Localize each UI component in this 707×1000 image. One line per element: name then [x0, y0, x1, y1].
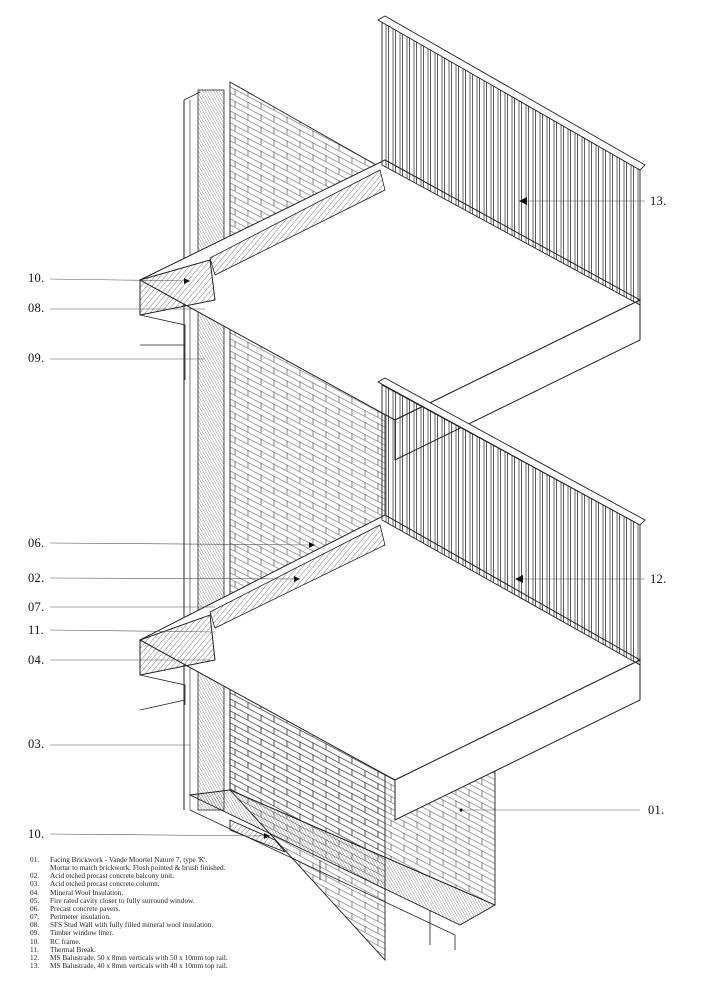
note-item: 08.SFS Stud Wall with fully filled miner… — [30, 920, 214, 930]
callout-11-thermal-break: 11. — [28, 623, 45, 637]
sfs-stud-wall-strip — [197, 89, 225, 811]
leader-10 — [49, 278, 191, 282]
note-item: 05.Fire rated cavity closer to fully sur… — [30, 895, 195, 905]
leader-11 — [49, 629, 216, 633]
note-item: 04.Mineral Wool Insulation. — [30, 887, 124, 897]
callout-10-rc-frame: 10. — [28, 271, 45, 285]
note-item: 09.Timber window liner. — [30, 928, 114, 938]
note-item: 12.MS Balustrade, 50 x 8mm verticals wit… — [30, 952, 228, 962]
callout-06-pavers: 06. — [28, 536, 45, 550]
note-item: 03.Acid etched precast concrete column. — [30, 879, 160, 889]
note-item: 11.Thermal Break. — [30, 944, 96, 954]
callout-09-timber-liner: 09. — [28, 351, 45, 365]
callout-03-precast-column: 03. — [28, 737, 45, 751]
callout-10-rc-frame-lower: 10. — [28, 827, 45, 841]
note-item: 10.RC frame. — [30, 936, 81, 946]
callout-04-mineral-wool: 04. — [28, 653, 45, 667]
callout-13-balustrade: 13. — [650, 194, 667, 208]
note-item: 02.Acid etched precast concrete balcony … — [30, 871, 174, 881]
note-item: 13.MS Balustrade, 40 x 8mm verticals wit… — [30, 961, 228, 971]
bottom-soffit — [188, 789, 497, 926]
callout-07-perimeter-insulation: 07. — [28, 600, 45, 614]
callout-12-balustrade: 12. — [650, 572, 667, 586]
note-item: 07.Perimeter insulation. — [30, 912, 111, 922]
leader-02 — [49, 577, 301, 580]
note-item: 06.Precast concrete pavers. — [30, 903, 121, 913]
specification-notes: 01.Facing Brickwork - Vande Moortel Natu… — [30, 855, 370, 971]
callout-01-facing-brickwork: 01. — [648, 803, 665, 817]
leader-06 — [49, 542, 316, 546]
callout-02-balcony-unit: 02. — [28, 571, 45, 585]
callout-08-sfs-stud-wall: 08. — [28, 301, 45, 315]
balcony-slab-upper-section — [139, 259, 216, 316]
leader-10b — [49, 833, 271, 837]
note-item: 01.Facing Brickwork - Vande Moortel Natu… — [30, 855, 226, 873]
